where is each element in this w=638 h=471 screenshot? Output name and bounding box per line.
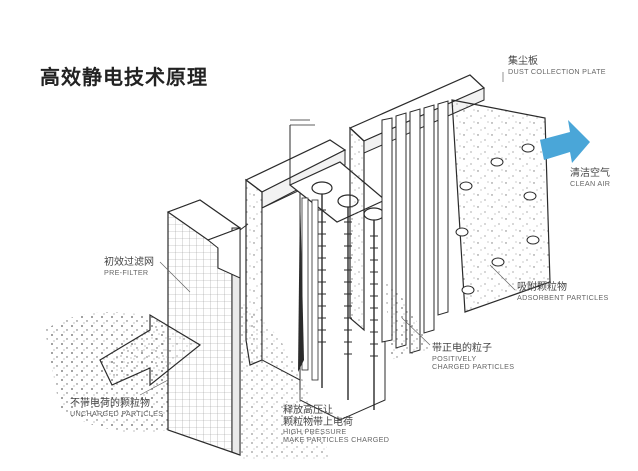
label-clean-air: 清洁空气 CLEAN AIR <box>570 168 611 188</box>
label-positively-charged: 带正电的粒子 POSITIVELY CHARGED PARTICLES <box>432 343 515 371</box>
charged-particles <box>240 280 430 460</box>
clean-air-arrow-icon <box>540 120 590 163</box>
leader-lines <box>139 72 516 402</box>
page-title: 高效静电技术原理 <box>40 65 208 89</box>
label-high-pressure: 释放高压让 颗粒物带上电荷 HIGH PRESSURE MAKE PARTICL… <box>283 405 390 445</box>
electrode-rod-icon <box>318 209 378 357</box>
collector-plates <box>348 74 551 354</box>
dust-cloud-incoming <box>45 312 170 433</box>
label-dust-collection-plate: 集尘板 DUST COLLECTION PLATE <box>508 56 606 76</box>
pre-filter-panel <box>166 199 249 456</box>
label-adsorbent-particles: 吸附颗粒物 ADSORBENT PARTICLES <box>517 282 609 302</box>
label-pre-filter: 初效过滤网 PRE-FILTER <box>104 257 154 277</box>
label-uncharged-particles: 不带电荷的颗粒物 UNCHARGED PARTICLES <box>70 398 164 418</box>
